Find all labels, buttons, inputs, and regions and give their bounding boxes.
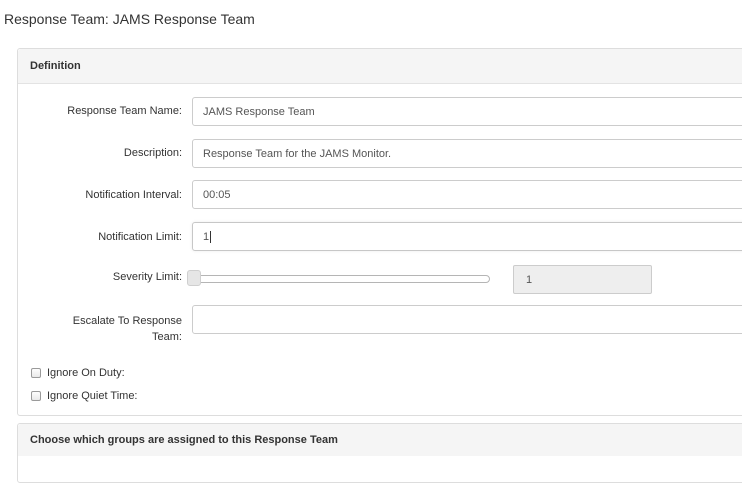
limit-input[interactable]: 1 xyxy=(192,222,742,251)
ignore-on-duty-label: Ignore On Duty: xyxy=(47,367,125,379)
ignore-on-duty-row[interactable]: Ignore On Duty: xyxy=(31,367,125,379)
definition-heading: Definition xyxy=(18,49,742,84)
escalate-input[interactable] xyxy=(192,305,742,334)
severity-slider-handle[interactable] xyxy=(187,270,201,286)
name-input-value: JAMS Response Team xyxy=(203,105,315,118)
text-caret xyxy=(210,230,212,243)
ignore-quiet-time-row[interactable]: Ignore Quiet Time: xyxy=(31,390,138,402)
severity-value: 1 xyxy=(526,273,533,286)
interval-input-value: 00:05 xyxy=(203,188,231,201)
name-input[interactable]: JAMS Response Team xyxy=(192,97,742,126)
limit-label: Notification Limit: xyxy=(98,231,182,243)
interval-input[interactable]: 00:05 xyxy=(192,180,742,209)
groups-heading: Choose which groups are assigned to this… xyxy=(18,424,742,456)
page-title: Response Team: JAMS Response Team xyxy=(4,11,255,27)
severity-slider-track[interactable] xyxy=(190,275,490,283)
definition-panel: Definition Response Team Name: JAMS Resp… xyxy=(17,48,742,416)
interval-label: Notification Interval: xyxy=(85,189,182,201)
ignore-quiet-time-checkbox[interactable] xyxy=(31,391,41,401)
description-input-value: Response Team for the JAMS Monitor. xyxy=(203,147,392,160)
ignore-on-duty-checkbox[interactable] xyxy=(31,368,41,378)
description-label: Description: xyxy=(123,147,182,159)
groups-panel: Choose which groups are assigned to this… xyxy=(17,423,742,483)
ignore-quiet-time-label: Ignore Quiet Time: xyxy=(47,390,138,402)
severity-label: Severity Limit: xyxy=(112,271,182,283)
limit-input-value: 1 xyxy=(203,230,210,243)
name-label: Response Team Name: xyxy=(67,105,182,117)
severity-value-box: 1 xyxy=(513,265,652,294)
escalate-label: Escalate To Response Team: xyxy=(72,315,182,343)
description-input[interactable]: Response Team for the JAMS Monitor. xyxy=(192,139,742,168)
